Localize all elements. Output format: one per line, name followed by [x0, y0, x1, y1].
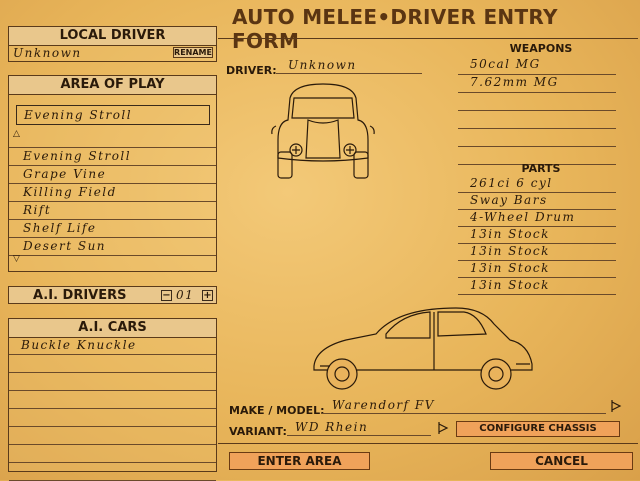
area-item[interactable]: Rift	[9, 202, 216, 220]
enter-area-button[interactable]: ENTER AREA	[229, 452, 370, 470]
make-model-value[interactable]: Warendorf FV	[322, 398, 606, 414]
ai-drivers-label: A.I. DRIVERS	[33, 288, 127, 303]
variant-label: VARIANT:	[229, 425, 287, 438]
car-side-icon	[313, 307, 533, 390]
weapon-item[interactable]: 7.62mm MG	[458, 75, 616, 93]
variant-value[interactable]: WD Rhein	[287, 420, 431, 436]
weapon-item[interactable]	[458, 93, 616, 111]
configure-chassis-button[interactable]: CONFIGURE CHASSIS	[456, 421, 620, 437]
part-item[interactable]: 13in Stock	[458, 278, 616, 295]
weapon-item[interactable]	[458, 111, 616, 129]
weapon-item[interactable]	[458, 147, 616, 165]
part-item[interactable]: 13in Stock	[458, 227, 616, 244]
part-item[interactable]: 13in Stock	[458, 244, 616, 261]
weapon-item[interactable]: 50cal MG	[458, 57, 616, 75]
area-item[interactable]: Grape Vine	[9, 166, 216, 184]
weapons-header: WEAPONS	[509, 42, 573, 55]
scroll-up-icon[interactable]: △	[13, 129, 20, 139]
area-item[interactable]: Killing Field	[9, 184, 216, 202]
ai-car-empty-row	[9, 391, 216, 409]
form-title: AUTO MELEE•DRIVER ENTRY FORM	[232, 5, 558, 53]
parts-list: 261ci 6 cyl Sway Bars 4-Wheel Drum 13in …	[458, 176, 616, 295]
area-item[interactable]: Shelf Life	[9, 220, 216, 238]
area-of-play-header: AREA OF PLAY	[9, 76, 216, 95]
ai-car-empty-row	[9, 427, 216, 445]
ai-drivers-count: 01	[176, 288, 195, 302]
part-item[interactable]: 261ci 6 cyl	[458, 176, 616, 193]
ai-car-empty-row	[9, 409, 216, 427]
ai-car-empty-row	[9, 373, 216, 391]
local-driver-header: LOCAL DRIVER	[9, 27, 216, 46]
ai-cars-header: A.I. CARS	[9, 319, 216, 338]
ai-cars-list: Buckle Knuckle	[9, 337, 216, 481]
ai-car-empty-row	[9, 355, 216, 373]
increase-drivers-button[interactable]: +	[202, 290, 213, 301]
weapons-list: 50cal MG 7.62mm MG	[458, 57, 616, 165]
selected-area-field[interactable]: Evening Stroll	[16, 105, 210, 125]
ai-drivers-panel: A.I. DRIVERS − 01 +	[8, 286, 217, 304]
ai-car-item[interactable]: Buckle Knuckle	[9, 337, 216, 355]
weapon-item[interactable]	[458, 129, 616, 147]
driver-name: Unknown	[276, 58, 422, 74]
parts-header: PARTS	[521, 162, 561, 175]
form-area	[218, 38, 638, 444]
car-front-icon	[271, 83, 375, 179]
variant-next-icon[interactable]	[437, 421, 449, 435]
area-item[interactable]: Desert Sun	[9, 238, 216, 256]
local-driver-name: Unknown	[13, 46, 82, 60]
driver-label: DRIVER:	[226, 64, 277, 77]
cancel-button[interactable]: CANCEL	[490, 452, 633, 470]
ai-cars-panel: A.I. CARS Buckle Knuckle	[8, 318, 217, 481]
ai-car-empty-row	[9, 463, 216, 481]
make-model-label: MAKE / MODEL:	[229, 404, 325, 417]
part-item[interactable]: Sway Bars	[458, 193, 616, 210]
local-driver-panel: LOCAL DRIVER Unknown RENAME	[8, 26, 217, 62]
part-item[interactable]: 4-Wheel Drum	[458, 210, 616, 227]
part-item[interactable]: 13in Stock	[458, 261, 616, 278]
area-list: Evening Stroll Grape Vine Killing Field …	[9, 147, 216, 256]
area-item[interactable]: Evening Stroll	[9, 148, 216, 166]
decrease-drivers-button[interactable]: −	[161, 290, 172, 301]
rename-button[interactable]: RENAME	[173, 47, 213, 58]
scroll-down-icon[interactable]: ▽	[13, 254, 20, 264]
area-of-play-panel: AREA OF PLAY Evening Stroll △ Evening St…	[8, 75, 217, 272]
make-model-next-icon[interactable]	[610, 399, 622, 413]
ai-car-empty-row	[9, 445, 216, 463]
